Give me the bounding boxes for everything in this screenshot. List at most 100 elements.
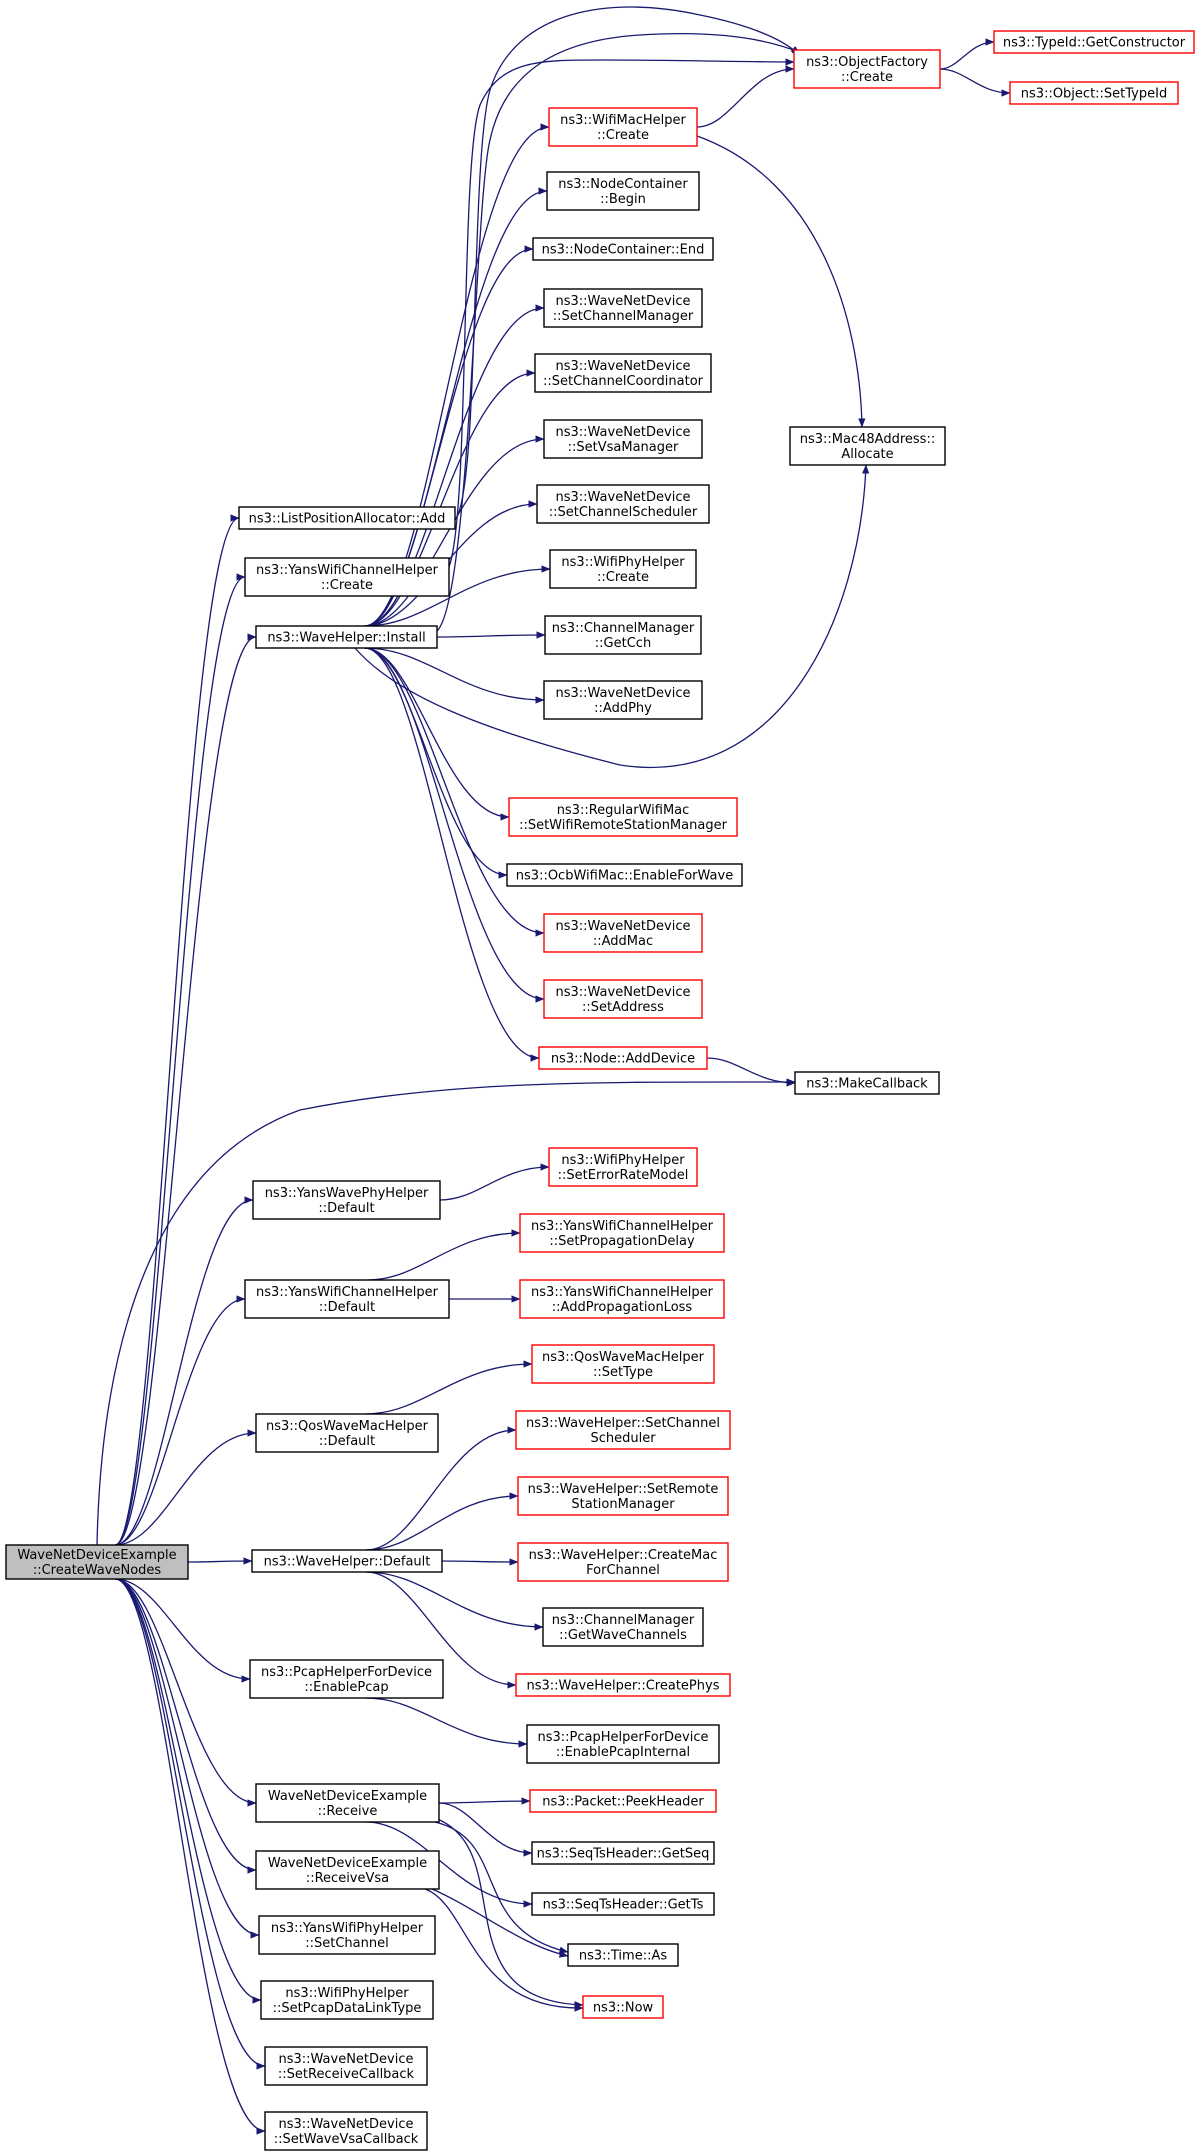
node-qwmh-settype[interactable]: ns3::QosWaveMacHelper::SetType xyxy=(531,1344,715,1384)
node-label: ns3::WaveHelper::CreateMac xyxy=(529,1548,718,1563)
node-label: ::SetReceiveCallback xyxy=(278,2067,415,2082)
node-wmh-create[interactable]: ns3::WifiMacHelper::Create xyxy=(548,107,698,147)
node-label: ns3::SeqTsHeader::GetTs xyxy=(543,1898,704,1913)
node-wh-createphys[interactable]: ns3::WaveHelper::CreatePhys xyxy=(515,1673,731,1697)
node-label: ::SetChannel xyxy=(305,1936,388,1951)
edge-root-to-makecb xyxy=(96,1078,796,1546)
node-label: ns3::WaveNetDevice xyxy=(555,294,690,309)
node-label: ns3::YansWifiChannelHelper xyxy=(256,563,439,578)
node-ywch-addpl[interactable]: ns3::YansWifiChannelHelper::AddPropagati… xyxy=(519,1279,725,1319)
node-label: ns3::YansWifiChannelHelper xyxy=(531,1219,714,1234)
node-label: ns3::Node::AddDevice xyxy=(551,1052,695,1067)
node-label: ::SetType xyxy=(593,1365,653,1380)
node-label: ns3::WaveHelper::SetRemote xyxy=(528,1482,719,1497)
edge-wh_default-to-wh_createmac xyxy=(441,1558,519,1566)
node-rwm-setrsm[interactable]: ns3::RegularWifiMac::SetWifiRemoteStatio… xyxy=(508,797,738,837)
node-wnd-setcc[interactable]: ns3::WaveNetDevice::SetChannelCoordinato… xyxy=(534,353,712,393)
edge-qwmh_default-to-qwmh_settype xyxy=(365,1360,533,1415)
edge-wnde_recvvsa-to-now xyxy=(424,1888,584,2012)
node-lpa-add[interactable]: ns3::ListPositionAllocator::Add xyxy=(238,506,456,530)
node-wph-seterm[interactable]: ns3::WifiPhyHelper::SetErrorRateModel xyxy=(548,1147,698,1187)
node-phfd-enableint[interactable]: ns3::PcapHelperForDevice::EnablePcapInte… xyxy=(526,1724,720,1764)
node-nc-begin[interactable]: ns3::NodeContainer::Begin xyxy=(546,171,700,211)
node-cm-getcch[interactable]: ns3::ChannelManager::GetCch xyxy=(544,615,702,655)
node-label: ns3::WaveNetDevice xyxy=(555,985,690,1000)
node-of-create[interactable]: ns3::ObjectFactory::Create xyxy=(793,49,941,89)
node-label: ns3::WaveNetDevice xyxy=(555,686,690,701)
node-wnd-addmac[interactable]: ns3::WaveNetDevice::AddMac xyxy=(543,913,703,953)
node-wph-setpcap[interactable]: ns3::WifiPhyHelper::SetPcapDataLinkType xyxy=(260,1980,434,2020)
node-layer: WaveNetDeviceExample::CreateWaveNodesns3… xyxy=(5,30,1195,2151)
node-ywch-default[interactable]: ns3::YansWifiChannelHelper::Default xyxy=(244,1279,450,1319)
node-label: ns3::ChannelManager xyxy=(552,1613,695,1628)
edge-wh_install-to-rwm_setrsm xyxy=(364,647,510,821)
node-wnde-receive[interactable]: WaveNetDeviceExample::Receive xyxy=(255,1783,440,1823)
node-mac48-alloc[interactable]: ns3::Mac48Address::Allocate xyxy=(789,426,946,466)
node-label: ns3::QosWaveMacHelper xyxy=(266,1419,429,1434)
node-label: ns3::ObjectFactory xyxy=(806,55,928,70)
node-phfd-enable[interactable]: ns3::PcapHelperForDevice::EnablePcap xyxy=(249,1659,444,1699)
node-sth-getseq[interactable]: ns3::SeqTsHeader::GetSeq xyxy=(531,1841,715,1865)
node-pkt-peek[interactable]: ns3::Packet::PeekHeader xyxy=(529,1789,717,1813)
node-label: ns3::WaveNetDevice xyxy=(555,359,690,374)
node-sth-getts[interactable]: ns3::SeqTsHeader::GetTs xyxy=(531,1892,715,1916)
node-node-adddev[interactable]: ns3::Node::AddDevice xyxy=(538,1046,708,1070)
node-qwmh-default[interactable]: ns3::QosWaveMacHelper::Default xyxy=(255,1413,439,1453)
node-makecb[interactable]: ns3::MakeCallback xyxy=(794,1071,940,1095)
node-label: ns3::WaveHelper::CreatePhys xyxy=(527,1679,720,1694)
edge-wh_install-to-wnd_setaddr xyxy=(364,647,545,1003)
node-label: ns3::Object::SetTypeId xyxy=(1021,87,1167,102)
node-label: WaveNetDeviceExample xyxy=(268,1789,427,1804)
node-wnd-setaddr[interactable]: ns3::WaveNetDevice::SetAddress xyxy=(543,979,703,1019)
node-label: ns3::WaveHelper::Install xyxy=(267,631,425,646)
node-wnd-setcm[interactable]: ns3::WaveNetDevice::SetChannelManager xyxy=(543,288,703,328)
node-label: ::SetPcapDataLinkType xyxy=(273,2001,422,2016)
node-nc-end[interactable]: ns3::NodeContainer::End xyxy=(532,237,714,261)
node-wh-setcs[interactable]: ns3::WaveHelper::SetChannelScheduler xyxy=(515,1410,731,1450)
node-label: ns3::WifiPhyHelper xyxy=(285,1986,409,2001)
node-ywch-setpd[interactable]: ns3::YansWifiChannelHelper::SetPropagati… xyxy=(519,1213,725,1253)
node-label: ns3::ChannelManager xyxy=(552,621,695,636)
node-label: ns3::ListPositionAllocator::Add xyxy=(249,512,446,527)
edge-phfd_enable-to-phfd_enableint xyxy=(365,1697,528,1748)
node-label: ::Receive xyxy=(318,1804,378,1819)
node-ywch-create[interactable]: ns3::YansWifiChannelHelper::Create xyxy=(244,557,450,597)
node-time-as[interactable]: ns3::Time::As xyxy=(567,1943,679,1967)
node-wph-create[interactable]: ns3::WifiPhyHelper::Create xyxy=(549,549,697,589)
edge-ywph_default-to-wph_seterm xyxy=(439,1163,550,1201)
node-label: StationManager xyxy=(571,1497,675,1512)
edge-of_create-to-obj_settypeid xyxy=(939,68,1011,97)
node-wnd-setcs[interactable]: ns3::WaveNetDevice::SetChannelScheduler xyxy=(536,484,710,524)
edge-root-to-ywph_setch xyxy=(115,1578,260,1939)
node-ywph-setch[interactable]: ns3::YansWifiPhyHelper::SetChannel xyxy=(258,1915,436,1955)
node-wnd-setvsacb[interactable]: ns3::WaveNetDevice::SetWaveVsaCallback xyxy=(264,2111,428,2151)
node-label: ns3::Mac48Address:: xyxy=(800,432,935,447)
node-label: ::GetWaveChannels xyxy=(559,1628,687,1643)
edge-wh_install-to-wnd_addmac xyxy=(364,647,545,937)
node-label: ns3::WaveNetDevice xyxy=(555,490,690,505)
node-typeid-getctor[interactable]: ns3::TypeId::GetConstructor xyxy=(993,30,1195,54)
node-ocb-enable[interactable]: ns3::OcbWifiMac::EnableForWave xyxy=(506,863,743,887)
node-label: ns3::WaveNetDevice xyxy=(278,2052,413,2067)
node-wnd-addphy[interactable]: ns3::WaveNetDevice::AddPhy xyxy=(543,680,703,720)
node-wnd-setvsa[interactable]: ns3::WaveNetDevice::SetVsaManager xyxy=(543,419,703,459)
node-label: ns3::YansWifiPhyHelper xyxy=(271,1921,424,1936)
node-root[interactable]: WaveNetDeviceExample::CreateWaveNodes xyxy=(5,1544,189,1580)
edge-wh_install-to-ocb_enable xyxy=(364,647,508,879)
node-label: ns3::Time::As xyxy=(579,1949,668,1964)
node-label: ns3::WaveNetDevice xyxy=(278,2117,413,2132)
node-wnd-setrecvcb[interactable]: ns3::WaveNetDevice::SetReceiveCallback xyxy=(264,2046,428,2086)
node-label: ::Create xyxy=(841,70,893,85)
node-wh-default[interactable]: ns3::WaveHelper::Default xyxy=(251,1549,443,1573)
node-obj-settypeid[interactable]: ns3::Object::SetTypeId xyxy=(1009,81,1179,105)
node-cm-getwc[interactable]: ns3::ChannelManager::GetWaveChannels xyxy=(542,1607,704,1647)
node-wh-install[interactable]: ns3::WaveHelper::Install xyxy=(255,625,438,649)
node-wnde-recvvsa[interactable]: WaveNetDeviceExample::ReceiveVsa xyxy=(255,1850,440,1890)
node-now[interactable]: ns3::Now xyxy=(582,1995,664,2019)
edge-wnde_receive-to-pkt_peek xyxy=(438,1797,531,1805)
node-ywph-default[interactable]: ns3::YansWavePhyHelper::Default xyxy=(252,1180,441,1220)
edge-wh_default-to-cm_getwc xyxy=(365,1571,544,1631)
node-label: ns3::WaveHelper::SetChannel xyxy=(526,1416,720,1431)
